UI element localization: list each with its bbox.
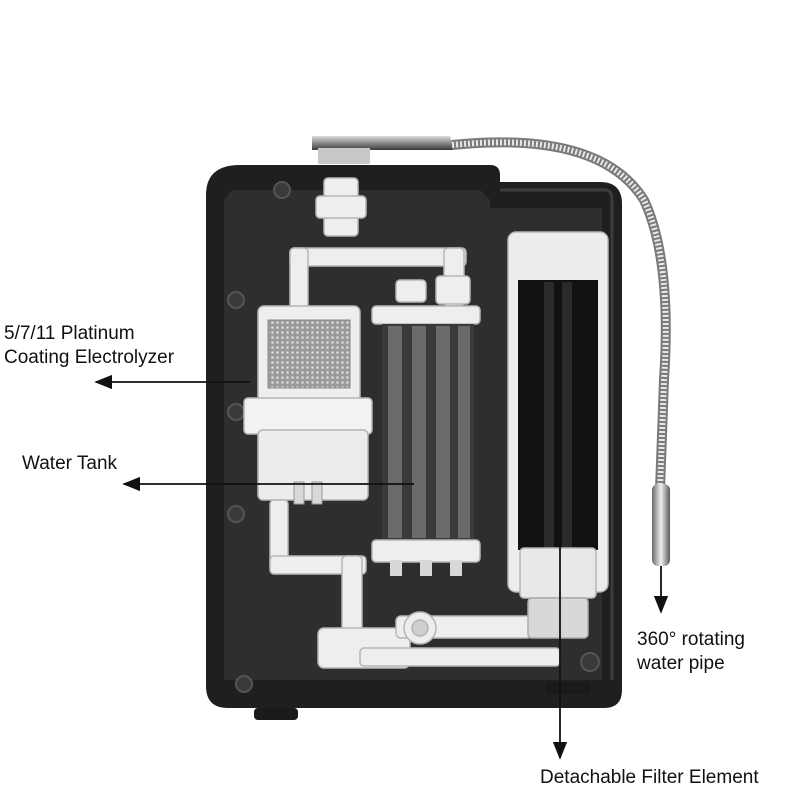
rotating-water-pipe xyxy=(451,137,671,566)
rotating-pipe-label-line1: 360° rotating xyxy=(637,629,745,650)
filter-label: Detachable Filter Element xyxy=(540,767,759,788)
filter-cartridge xyxy=(507,231,609,639)
electrode-column xyxy=(371,305,481,576)
electrolyzer-tank-assembly xyxy=(243,305,373,505)
annotation-arrows xyxy=(94,374,669,760)
rotating-pipe-label-line2: water pipe xyxy=(637,653,725,674)
outlet-head xyxy=(312,136,454,164)
electrolyzer-label-line1: 5/7/11 Platinum xyxy=(4,323,135,344)
electrolyzer-label: 5/7/11 Platinum Coating Electrolyzer xyxy=(4,322,174,370)
lower-piping xyxy=(269,499,561,669)
electrolyzer-label-line2: Coating Electrolyzer xyxy=(4,347,175,368)
inlet-piping xyxy=(289,177,471,321)
water-tank-label: Water Tank xyxy=(22,453,118,474)
rotating-pipe-label: 360° rotating water pipe xyxy=(637,628,745,676)
